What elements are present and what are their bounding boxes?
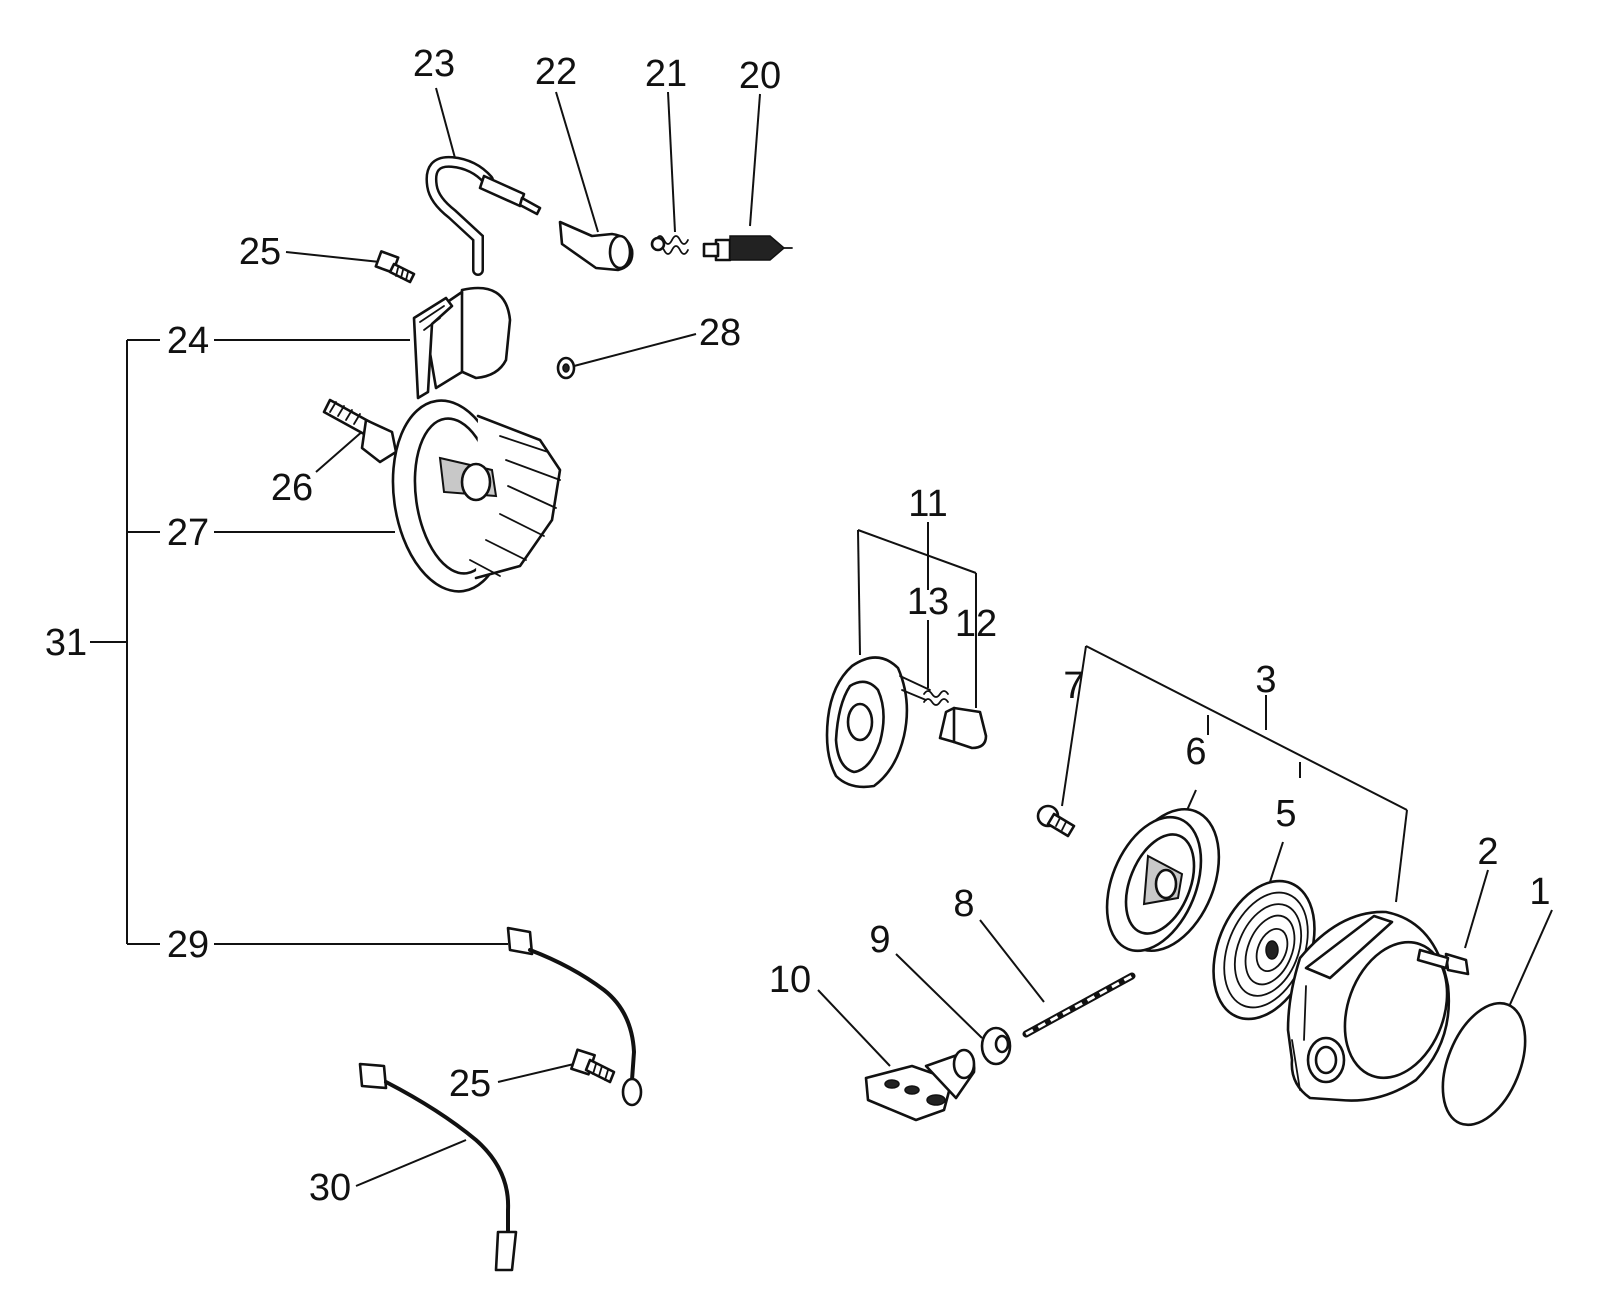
callout-3: 3 [1255, 659, 1276, 701]
callout-22: 22 [535, 51, 577, 93]
terminal-spring-part [650, 235, 689, 255]
callout-1: 1 [1529, 871, 1550, 913]
callout-labels: 1 2 3 5 6 7 8 9 10 11 12 13 20 21 22 23 … [45, 43, 1551, 1209]
callout-9: 9 [869, 919, 890, 961]
callout-21: 21 [645, 53, 687, 95]
callout-5: 5 [1275, 793, 1296, 835]
callout-27: 27 [167, 512, 209, 554]
starter-handle-part [864, 1048, 976, 1122]
callout-20: 20 [739, 55, 781, 97]
callout-10: 10 [769, 959, 811, 1001]
flywheel-part [391, 399, 562, 593]
callout-24: 24 [167, 320, 209, 362]
callout-12: 12 [955, 603, 997, 645]
callout-7: 7 [1063, 665, 1084, 707]
screw-part-lower [570, 1048, 616, 1084]
screw-part-upper [374, 250, 416, 284]
screw-part-2 [1416, 948, 1470, 976]
callout-25-upper: 25 [239, 231, 281, 273]
leader-lines [90, 87, 1553, 1187]
switch-lead-part [358, 1062, 518, 1272]
flywheel-bolt-part [322, 398, 398, 464]
callout-29: 29 [167, 924, 209, 966]
callout-26: 26 [271, 467, 313, 509]
callout-23: 23 [413, 43, 455, 85]
callout-13: 13 [907, 581, 949, 623]
callout-6: 6 [1185, 731, 1206, 773]
ground-lead-part [506, 926, 643, 1107]
washer-part [556, 356, 576, 380]
starter-case-part [1286, 910, 1451, 1102]
plug-cap-part [558, 220, 634, 272]
callout-8: 8 [953, 883, 974, 925]
callout-25-lower: 25 [449, 1063, 491, 1105]
callout-28: 28 [699, 312, 741, 354]
starter-rope-part [1022, 972, 1136, 1038]
callout-11: 11 [908, 483, 947, 525]
ignition-lead-part [425, 155, 542, 276]
spark-plug-part [702, 235, 793, 262]
callout-31: 31 [45, 622, 87, 664]
screw-part-7 [1036, 804, 1076, 838]
callout-2: 2 [1477, 831, 1498, 873]
ignition-coil-part [412, 286, 512, 400]
starter-pawl-assembly-part [825, 656, 988, 789]
o-ring-part [1441, 1001, 1527, 1127]
rope-guide-part [980, 1026, 1012, 1066]
rope-reel-part [1105, 807, 1221, 953]
callout-30: 30 [309, 1167, 351, 1209]
